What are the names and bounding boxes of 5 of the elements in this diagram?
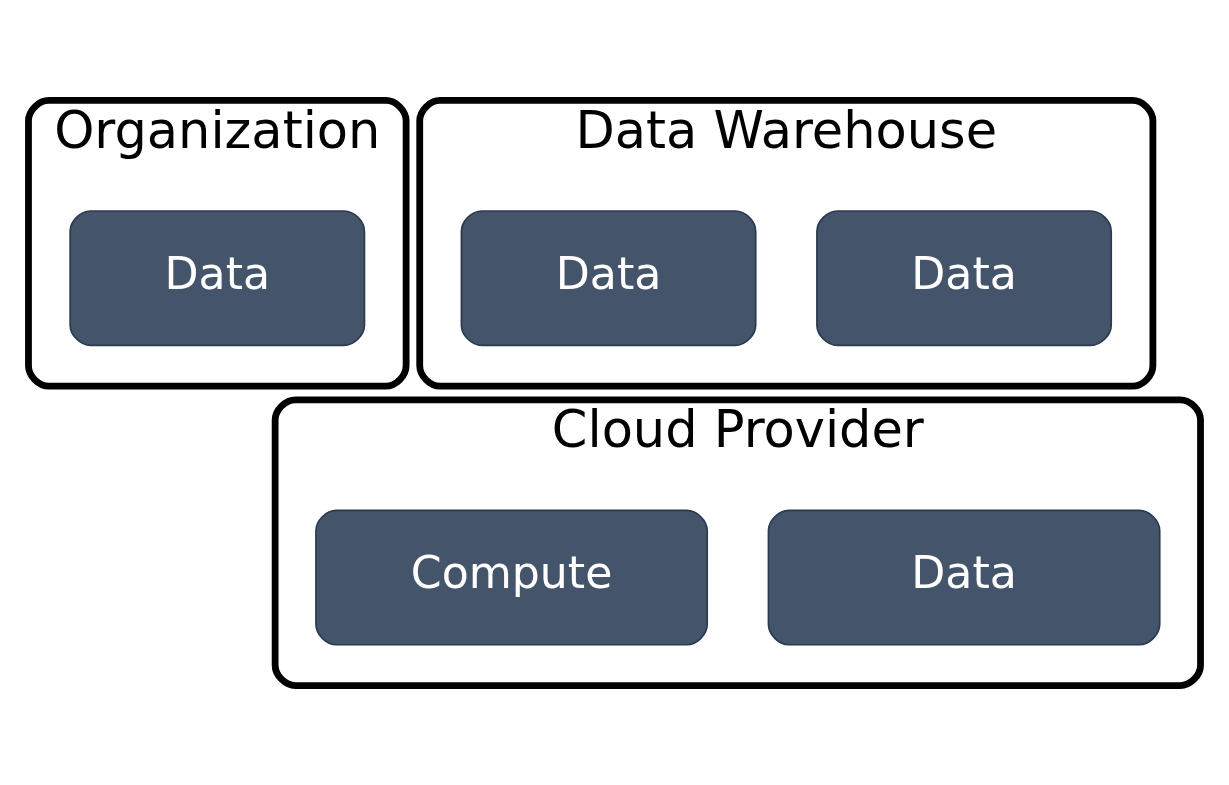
node-box: Data bbox=[460, 209, 757, 346]
node-box: Data bbox=[816, 209, 1113, 346]
node-box: Data bbox=[69, 209, 366, 346]
node-box: Data bbox=[767, 509, 1161, 646]
node-box: Compute bbox=[315, 509, 709, 646]
